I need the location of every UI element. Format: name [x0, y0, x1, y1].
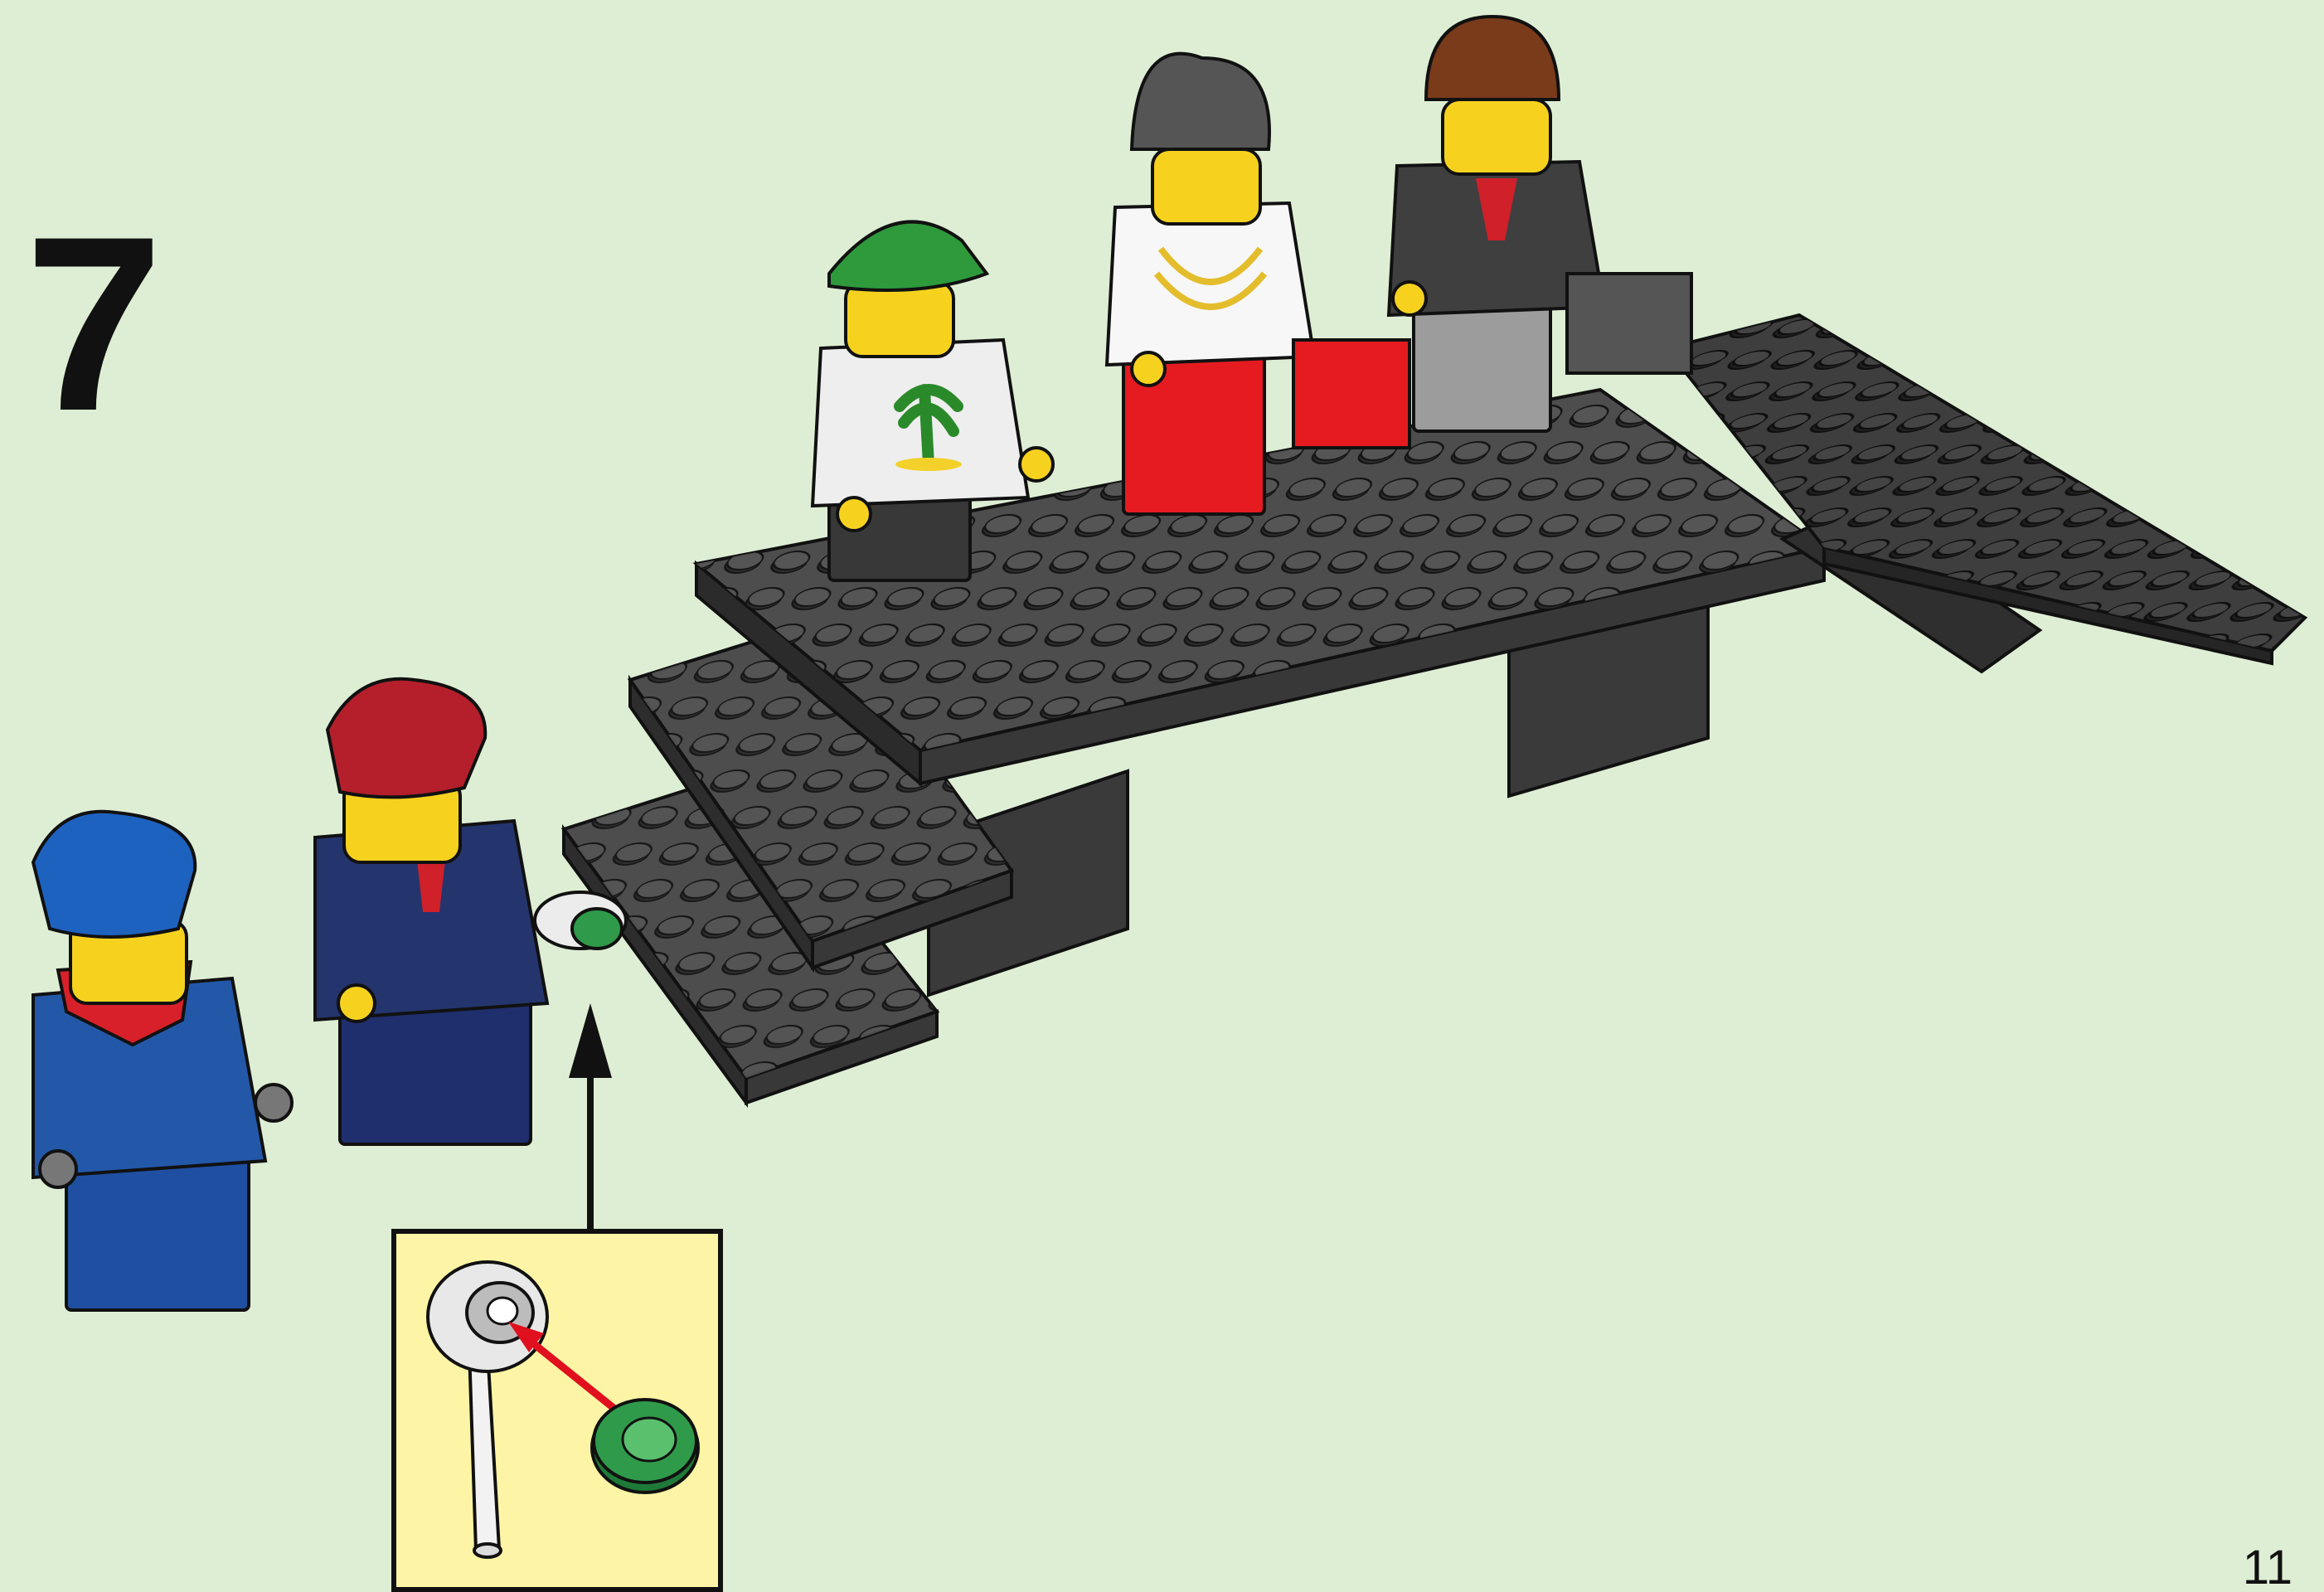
green-round-plate-part — [592, 1400, 698, 1492]
signal-paddle-part — [428, 1262, 547, 1557]
minifig-worker-blue-cap — [33, 812, 292, 1310]
assembly-arrow — [569, 1003, 612, 1229]
minifig-man-tuxedo — [1389, 17, 1691, 431]
sloped-roof-section — [1667, 315, 2305, 672]
minifig-woman-red-pants — [1107, 54, 1409, 514]
page-number: 11 — [2243, 1544, 2292, 1592]
insertion-arrow-icon — [508, 1322, 614, 1408]
attach-green-plate-to-signal-paddle-icon — [396, 1234, 718, 1587]
sub-assembly-callout — [391, 1229, 723, 1592]
